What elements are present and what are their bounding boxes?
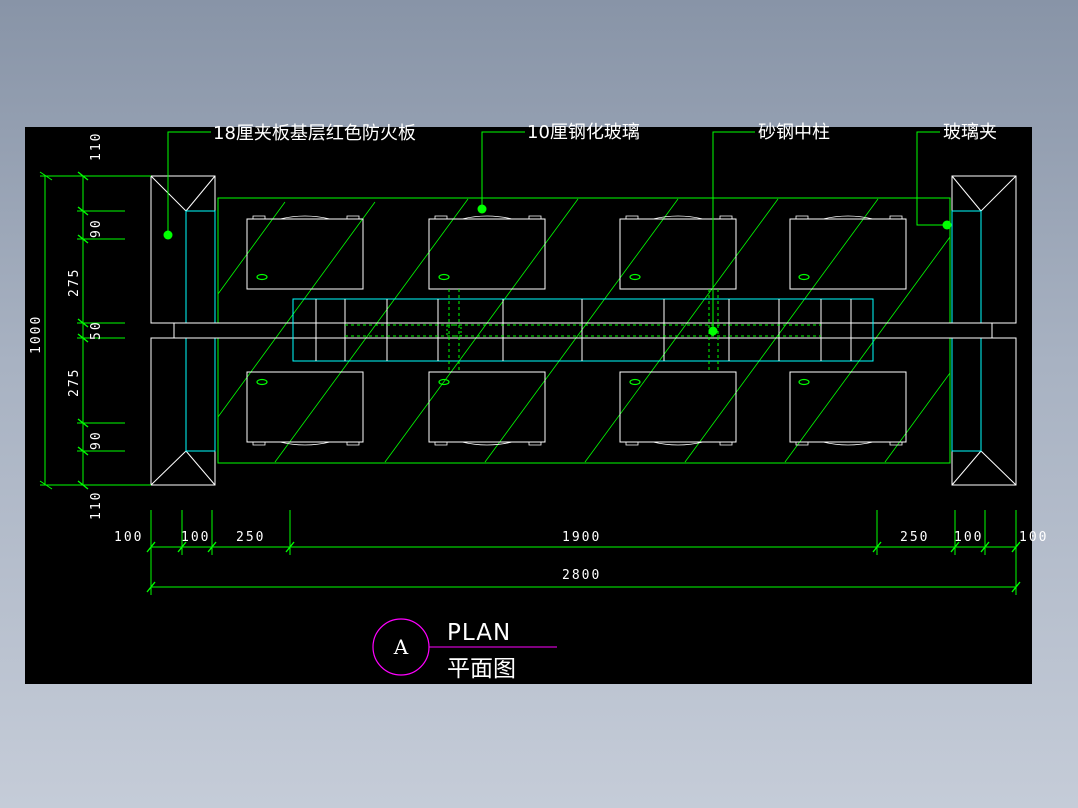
hdim-250-left: 250 xyxy=(236,530,265,545)
title-en: PLAN xyxy=(447,620,511,646)
vertical-dimension-lines xyxy=(39,171,151,490)
vdim-275-top: 275 xyxy=(67,268,82,297)
vdim-90-top: 90 xyxy=(89,218,104,238)
vdim-1000-total: 1000 xyxy=(29,315,44,354)
desk-units xyxy=(246,218,907,443)
hdim-2800-total: 2800 xyxy=(562,568,601,583)
vdim-50: 50 xyxy=(89,320,104,340)
desk-bottom-4 xyxy=(789,371,907,443)
leader-dots xyxy=(163,204,952,336)
callout-glass-clip-label: 玻璃夹 xyxy=(943,122,997,143)
hdim-100-d: 100 xyxy=(1019,530,1048,545)
desk-top-4 xyxy=(789,218,907,290)
glass-hatch xyxy=(217,198,951,463)
vdim-90-bottom: 90 xyxy=(89,430,104,450)
leaders xyxy=(167,131,947,331)
desk-details xyxy=(252,215,903,446)
callout-glass-label: 10厘钢化玻璃 xyxy=(527,122,640,143)
desk-top-2 xyxy=(428,218,546,290)
desk-bottom-3 xyxy=(619,371,737,443)
cad-drawing-viewport[interactable]: 18厘夹板基层红色防火板 10厘钢化玻璃 砂钢中柱 玻璃夹 110 90 275 xyxy=(25,122,1046,684)
desk-top-3 xyxy=(619,218,737,290)
desk-bottom-1 xyxy=(246,371,364,443)
hdim-1900: 1900 xyxy=(562,530,601,545)
horizontal-dimension-lines xyxy=(146,510,1021,595)
desk-top-1 xyxy=(246,218,364,290)
hdim-250-right: 250 xyxy=(900,530,929,545)
callout-plywood-label: 18厘夹板基层红色防火板 xyxy=(213,123,416,144)
hdim-100-a: 100 xyxy=(114,530,143,545)
center-spine xyxy=(173,289,993,372)
desk-bottom-2 xyxy=(428,371,546,443)
end-panel-right xyxy=(951,175,1017,486)
vdim-275-bottom: 275 xyxy=(67,368,82,397)
grommet-marks xyxy=(256,273,810,386)
glass-panels xyxy=(217,197,951,464)
horizontal-dimension-text: 100 100 250 1900 250 100 100 2800 xyxy=(114,530,1048,583)
vertical-dimension-text: 110 90 275 50 275 90 110 1000 xyxy=(29,132,104,520)
plan-drawing: 18厘夹板基层红色防火板 10厘钢化玻璃 砂钢中柱 玻璃夹 110 90 275 xyxy=(29,122,1046,682)
title-block: A PLAN 平面图 xyxy=(372,618,557,682)
vdim-110-bottom: 110 xyxy=(89,491,104,520)
section-marker-letter: A xyxy=(393,635,409,659)
callout-steel-column-label: 砂钢中柱 xyxy=(758,122,830,143)
hdim-100-b: 100 xyxy=(181,530,210,545)
title-cn: 平面图 xyxy=(447,656,516,682)
hdim-100-c: 100 xyxy=(954,530,983,545)
end-panel-left xyxy=(150,175,216,486)
vdim-110-top: 110 xyxy=(89,132,104,161)
